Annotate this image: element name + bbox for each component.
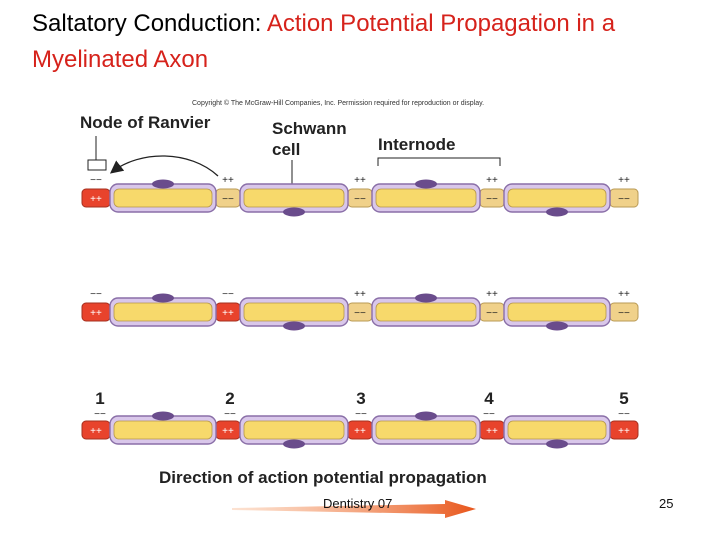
charge-label: ++ bbox=[486, 289, 498, 300]
schwann-nucleus bbox=[152, 293, 174, 303]
node-number-label: 5 bbox=[619, 389, 628, 408]
internode-label: Internode bbox=[378, 135, 455, 154]
myelin-sheath bbox=[113, 302, 213, 322]
myelin-sheath bbox=[243, 188, 345, 208]
charge-label: −− bbox=[355, 409, 367, 420]
schwann-label-line2: cell bbox=[272, 140, 300, 159]
myelin-sheath bbox=[507, 188, 607, 208]
node-number-label: 1 bbox=[95, 389, 104, 408]
charge-label: ++ bbox=[618, 175, 630, 186]
internode-bracket bbox=[377, 157, 501, 166]
title-accent: Action Potential Propagation in a Myelin… bbox=[32, 10, 616, 73]
charge-label: ++ bbox=[618, 289, 630, 300]
charge-label: ++ bbox=[90, 308, 102, 319]
schwann-nucleus bbox=[283, 207, 305, 217]
charge-label: ++ bbox=[354, 289, 366, 300]
charge-label: −− bbox=[618, 308, 630, 319]
direction-arrow bbox=[232, 500, 476, 518]
charge-label: ++ bbox=[222, 308, 234, 319]
charge-label: −− bbox=[94, 409, 106, 420]
charge-label: ++ bbox=[618, 426, 630, 437]
axon-rows: −−++++−−++−−++−−++−−−−++−−++++−−++−−++−−… bbox=[81, 175, 639, 449]
charge-label: ++ bbox=[90, 426, 102, 437]
schwann-nucleus bbox=[152, 411, 174, 421]
node-number-label: 3 bbox=[356, 389, 365, 408]
schwann-nucleus bbox=[546, 439, 568, 449]
copyright-notice: Copyright © The McGraw-Hill Companies, I… bbox=[192, 99, 484, 107]
local-current-arc bbox=[109, 155, 219, 177]
slide-number: 25 bbox=[659, 496, 674, 511]
charge-label: −− bbox=[486, 308, 498, 319]
charge-label: ++ bbox=[486, 175, 498, 186]
charge-label: −− bbox=[486, 194, 498, 205]
schwann-nucleus bbox=[152, 179, 174, 189]
myelin-sheath bbox=[375, 302, 477, 322]
node-number-label: 2 bbox=[225, 389, 234, 408]
charge-label: −− bbox=[222, 289, 234, 300]
schwann-label-line1: Schwann bbox=[272, 119, 347, 138]
charge-label: −− bbox=[224, 409, 236, 420]
footer-text: Dentistry 07 bbox=[323, 496, 393, 511]
charge-label: −− bbox=[222, 194, 234, 205]
node-of-ranvier-label: Node of Ranvier bbox=[80, 113, 211, 132]
myelin-sheath bbox=[113, 188, 213, 208]
axon-row: ++ ++ ++ ++ ++ bbox=[81, 411, 639, 449]
charge-label: ++ bbox=[354, 175, 366, 186]
myelin-sheath bbox=[375, 188, 477, 208]
slide-title: Saltatory Conduction: Action Potential P… bbox=[32, 6, 692, 78]
charge-label: ++ bbox=[222, 175, 234, 186]
charge-label: ++ bbox=[222, 426, 234, 437]
axon-row: −− ++ −− ++ ++ −− ++ −− ++ −− bbox=[81, 289, 639, 331]
schwann-nucleus bbox=[415, 179, 437, 189]
myelin-sheath bbox=[243, 302, 345, 322]
node-number-label: 4 bbox=[484, 389, 494, 408]
direction-label: Direction of action potential propagatio… bbox=[159, 468, 487, 487]
node-bracket bbox=[87, 136, 107, 171]
charge-label: −− bbox=[483, 409, 495, 420]
myelin-sheath bbox=[507, 302, 607, 322]
schwann-nucleus bbox=[415, 411, 437, 421]
myelin-sheath bbox=[113, 420, 213, 440]
charge-label: −− bbox=[90, 175, 102, 186]
charge-label: −− bbox=[354, 194, 366, 205]
schwann-nucleus bbox=[283, 439, 305, 449]
charge-label: ++ bbox=[354, 426, 366, 437]
title-main: Saltatory Conduction: bbox=[32, 10, 267, 37]
myelin-sheath bbox=[375, 420, 477, 440]
charge-label: −− bbox=[90, 289, 102, 300]
charge-label: ++ bbox=[486, 426, 498, 437]
axon-row: −− ++ ++ −− ++ −− ++ −− ++ −− bbox=[81, 175, 639, 217]
charge-label: −− bbox=[354, 308, 366, 319]
myelin-sheath bbox=[243, 420, 345, 440]
myelin-sheath bbox=[507, 420, 607, 440]
schwann-nucleus bbox=[415, 293, 437, 303]
schwann-nucleus bbox=[546, 321, 568, 331]
charge-label: −− bbox=[618, 409, 630, 420]
charge-label: ++ bbox=[90, 194, 102, 205]
charge-label: −− bbox=[618, 194, 630, 205]
schwann-nucleus bbox=[283, 321, 305, 331]
schwann-nucleus bbox=[546, 207, 568, 217]
